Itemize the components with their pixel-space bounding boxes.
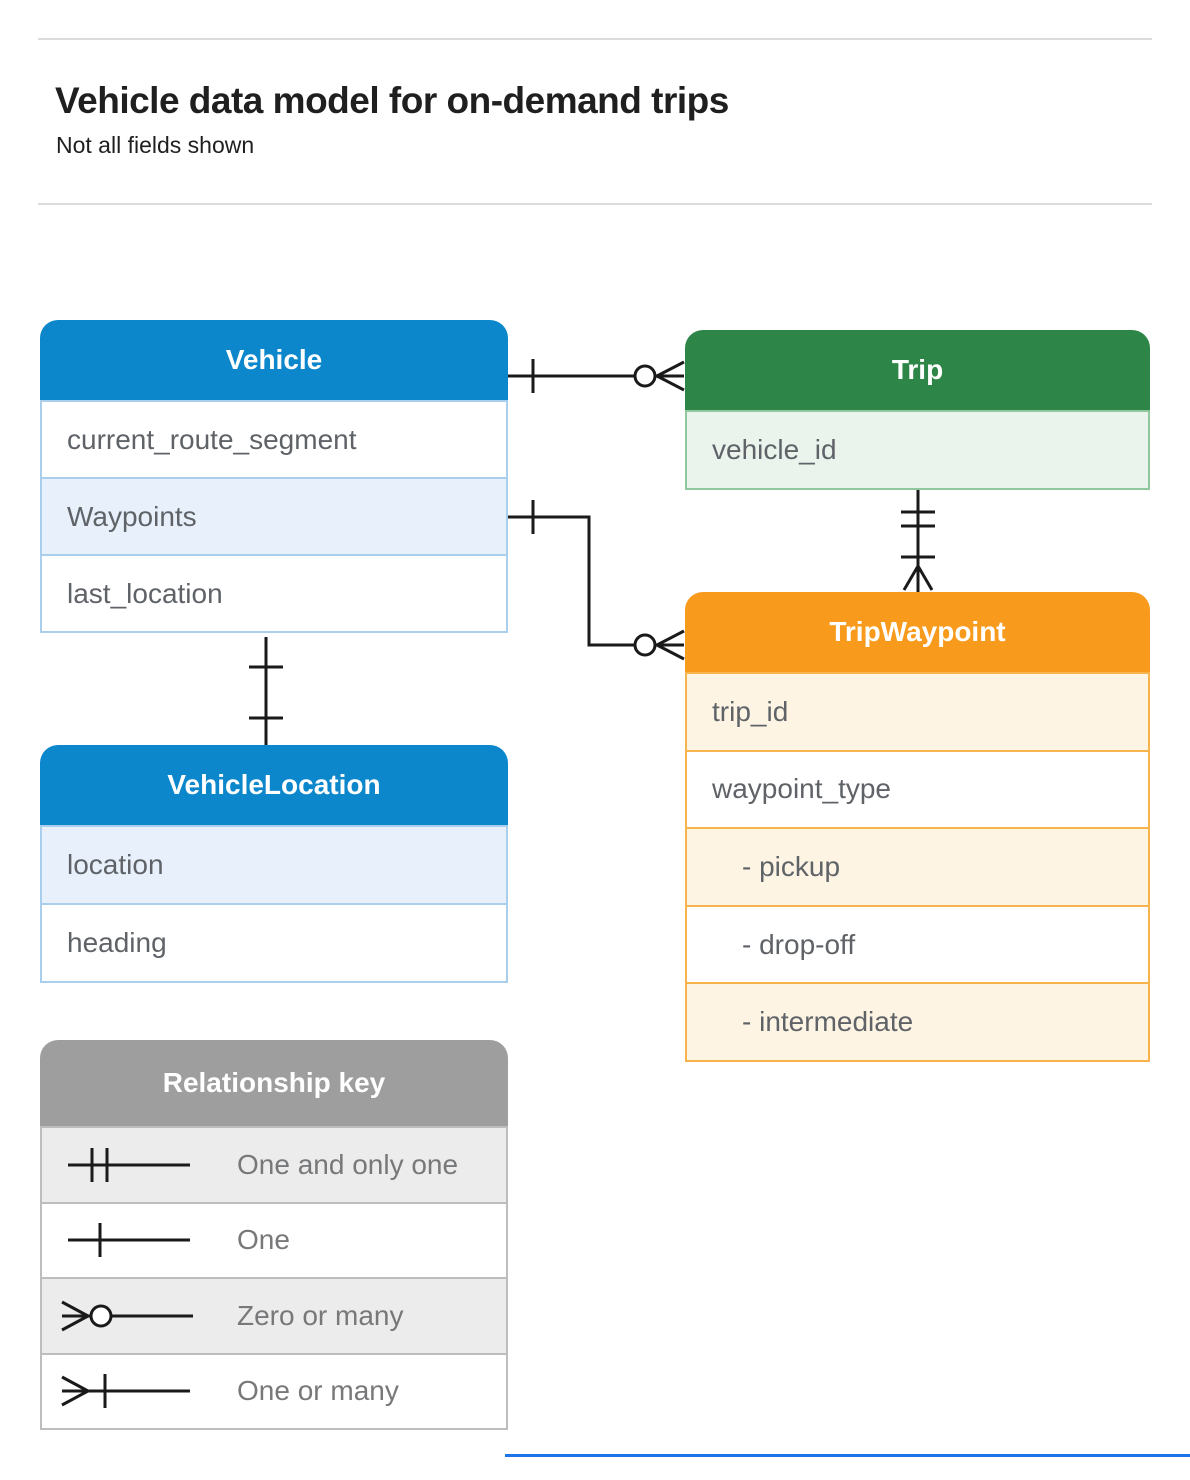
- legend-label: Zero or many: [237, 1299, 404, 1331]
- entity-trip-waypoint: TripWaypoint trip_id waypoint_type - pic…: [685, 592, 1150, 1062]
- zero-or-many-symbol: [60, 1294, 210, 1338]
- entity-vehicle: Vehicle current_route_segment Waypoints …: [40, 320, 508, 633]
- legend-label: One or many: [237, 1375, 399, 1407]
- one-symbol: [60, 1218, 210, 1262]
- trip-tripwaypoint-connector: [901, 490, 935, 592]
- waypoints-tripwaypoint-connector: [508, 500, 685, 661]
- entity-vehicle-location: VehicleLocation location heading: [40, 745, 508, 983]
- entity-trip-waypoint-row-pickup: - pickup: [685, 827, 1150, 907]
- legend-item-one: One: [40, 1201, 508, 1279]
- vehicle-trip-connector: [508, 359, 685, 393]
- entity-vehicle-row-current-route-segment: current_route_segment: [40, 400, 508, 479]
- entity-trip-header: Trip: [685, 330, 1150, 410]
- entity-trip: Trip vehicle_id: [685, 330, 1150, 490]
- legend-item-one-and-only-one: One and only one: [40, 1126, 508, 1204]
- legend-item-zero-or-many: Zero or many: [40, 1277, 508, 1355]
- entity-vehicle-location-header: VehicleLocation: [40, 745, 508, 825]
- entity-trip-waypoint-row-trip-id: trip_id: [685, 672, 1150, 752]
- entity-vehicle-row-waypoints: Waypoints: [40, 477, 508, 556]
- page-title: Vehicle data model for on-demand trips: [55, 80, 729, 121]
- relationship-key: Relationship key One and only one One: [40, 1040, 508, 1430]
- legend-label: One and only one: [237, 1148, 459, 1180]
- bottom-accent-line: [505, 1454, 1190, 1457]
- legend-label: One: [237, 1224, 290, 1256]
- entity-trip-waypoint-header: TripWaypoint: [685, 592, 1150, 672]
- entity-trip-waypoint-row-drop-off: - drop-off: [685, 904, 1150, 985]
- page-subtitle: Not all fields shown: [56, 132, 255, 158]
- entity-vehicle-row-last-location: last_location: [40, 554, 508, 633]
- one-or-many-symbol: [60, 1369, 210, 1413]
- entity-vehicle-header: Vehicle: [40, 320, 508, 400]
- entity-vehicle-location-row-heading: heading: [40, 903, 508, 983]
- header-divider: [38, 203, 1152, 205]
- top-divider: [38, 38, 1152, 40]
- entity-trip-waypoint-row-intermediate: - intermediate: [685, 982, 1150, 1062]
- entity-trip-waypoint-row-waypoint-type: waypoint_type: [685, 749, 1150, 830]
- relationship-key-header: Relationship key: [40, 1040, 508, 1126]
- legend-item-one-or-many: One or many: [40, 1352, 508, 1430]
- entity-trip-row-vehicle-id: vehicle_id: [685, 410, 1150, 490]
- vehicle-vehiclelocation-connector: [249, 637, 283, 745]
- entity-vehicle-location-row-location: location: [40, 825, 508, 905]
- one-and-only-one-symbol: [60, 1143, 210, 1187]
